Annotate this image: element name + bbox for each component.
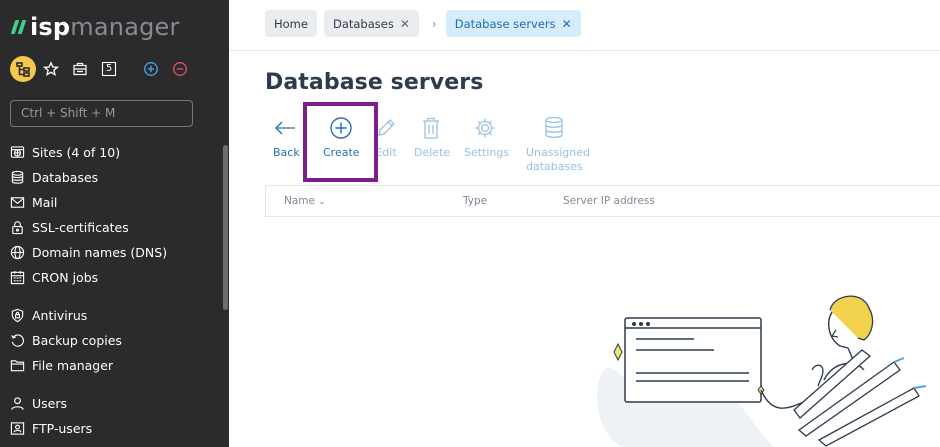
- plus-circle-icon: [323, 116, 358, 140]
- notifications-count: 5: [105, 63, 113, 74]
- expand-plus-icon[interactable]: [142, 60, 160, 78]
- sidebar-item-label: Domain names (DNS): [32, 244, 168, 260]
- tab-home[interactable]: Home: [265, 10, 317, 37]
- sidebar-item-dns[interactable]: Domain names (DNS): [8, 241, 167, 263]
- sidebar-item-ftp-users[interactable]: FTP-users: [8, 417, 92, 439]
- back-button[interactable]: Back: [273, 116, 300, 160]
- edit-button[interactable]: Edit: [375, 116, 397, 160]
- create-label: Create: [323, 146, 360, 159]
- sort-chevron-icon: ⌄: [318, 197, 326, 207]
- tab-label: Databases: [332, 16, 394, 31]
- create-button[interactable]: Create: [323, 116, 360, 160]
- sidebar-item-label: FTP-users: [32, 420, 93, 436]
- sidebar-item-sites[interactable]: Sites (4 of 10): [8, 141, 120, 163]
- trash-icon: [414, 116, 448, 140]
- chevron-right-icon: ›: [431, 16, 437, 31]
- column-name[interactable]: Name ⌄: [284, 195, 326, 207]
- sidebar-item-databases[interactable]: Databases: [8, 166, 98, 188]
- pencil-icon: [375, 116, 397, 140]
- page-title: Database servers: [265, 70, 484, 95]
- sidebar-item-backup[interactable]: Backup copies: [8, 329, 122, 351]
- breadcrumb: Home Databases ✕ › Database servers ✕: [265, 10, 588, 37]
- sidebar-item-ssl[interactable]: SSL-certificates: [8, 216, 129, 238]
- menu-search-input[interactable]: Ctrl + Shift + M: [10, 100, 193, 127]
- sidebar-item-label: Mail: [32, 194, 58, 210]
- ftp-user-icon: [8, 419, 26, 437]
- logo-manager: manager: [70, 13, 180, 41]
- logo-isp: isp: [30, 13, 71, 41]
- database-stack-icon: [526, 116, 582, 140]
- unassigned-databases-button[interactable]: Unassigned databases: [526, 116, 590, 174]
- sidebar-item-antivirus[interactable]: Antivirus: [8, 304, 87, 326]
- backup-icon: [8, 331, 26, 349]
- sidebar-item-label: SSL-certificates: [32, 219, 129, 235]
- header-divider: [229, 50, 940, 51]
- sidebar-item-mail[interactable]: Mail: [8, 191, 57, 213]
- logo-mark-icon: [10, 20, 27, 34]
- sidebar-item-users[interactable]: Users: [8, 392, 67, 414]
- user-icon: [8, 394, 26, 412]
- calendar-icon: [8, 268, 26, 286]
- sidebar-item-label: Databases: [32, 169, 99, 185]
- unassigned-label-2: databases: [526, 160, 583, 173]
- column-server-ip[interactable]: Server IP address: [563, 195, 655, 207]
- globe-icon: [8, 143, 26, 161]
- sidebar-item-label: Antivirus: [32, 307, 88, 323]
- tab-label: Database servers: [454, 16, 556, 31]
- sidebar-item-cron[interactable]: CRON jobs: [8, 266, 98, 288]
- table-header: Name ⌄ Type Server IP address: [265, 185, 940, 217]
- collapse-minus-icon[interactable]: [171, 60, 189, 78]
- column-label: Type: [463, 195, 488, 207]
- world-icon: [8, 243, 26, 261]
- sidebar-item-label: Sites (4 of 10): [32, 144, 121, 160]
- main-content: Home Databases ✕ › Database servers ✕ Data…: [229, 0, 940, 447]
- empty-state-illustration: [594, 290, 940, 447]
- sidebar-item-label: File manager: [32, 357, 114, 373]
- tab-databases[interactable]: Databases ✕: [323, 10, 419, 37]
- logo[interactable]: ispmanager: [10, 13, 180, 41]
- delete-button[interactable]: Delete: [414, 116, 451, 160]
- close-icon[interactable]: ✕: [561, 16, 572, 31]
- unassigned-label-1: Unassigned: [526, 146, 590, 159]
- shield-icon: [8, 306, 26, 324]
- sidebar-toolbar: 5: [10, 56, 220, 82]
- delete-label: Delete: [414, 146, 451, 159]
- sidebar-scrollbar[interactable]: [223, 145, 228, 310]
- edit-label: Edit: [375, 146, 397, 159]
- toolbox-icon[interactable]: [71, 60, 89, 78]
- sidebar-item-label: CRON jobs: [32, 269, 99, 285]
- sidebar-item-label: Backup copies: [32, 332, 122, 348]
- arrow-left-icon: [273, 116, 297, 140]
- star-icon[interactable]: [42, 60, 60, 78]
- tab-label: Home: [274, 16, 308, 31]
- sidebar: ispmanager 5 Ctrl + Shift + M Sites (4: [0, 0, 229, 447]
- tree-menu-icon[interactable]: [10, 56, 36, 82]
- sidebar-item-file-manager[interactable]: File manager: [8, 354, 113, 376]
- database-icon: [8, 168, 26, 186]
- close-icon[interactable]: ✕: [399, 16, 410, 31]
- sidebar-item-label: Users: [32, 395, 68, 411]
- column-type[interactable]: Type: [463, 195, 487, 207]
- mail-icon: [8, 193, 26, 211]
- back-label: Back: [273, 146, 300, 159]
- column-label: Server IP address: [563, 195, 655, 207]
- notifications-badge[interactable]: 5: [100, 60, 118, 78]
- lock-icon: [8, 218, 26, 236]
- highlight-frame: [303, 102, 378, 182]
- settings-label: Settings: [464, 146, 510, 159]
- settings-button[interactable]: Settings: [464, 116, 510, 160]
- gear-icon: [464, 116, 506, 140]
- tab-database-servers[interactable]: Database servers ✕: [445, 10, 581, 37]
- folder-icon: [8, 356, 26, 374]
- column-label: Name: [284, 195, 315, 207]
